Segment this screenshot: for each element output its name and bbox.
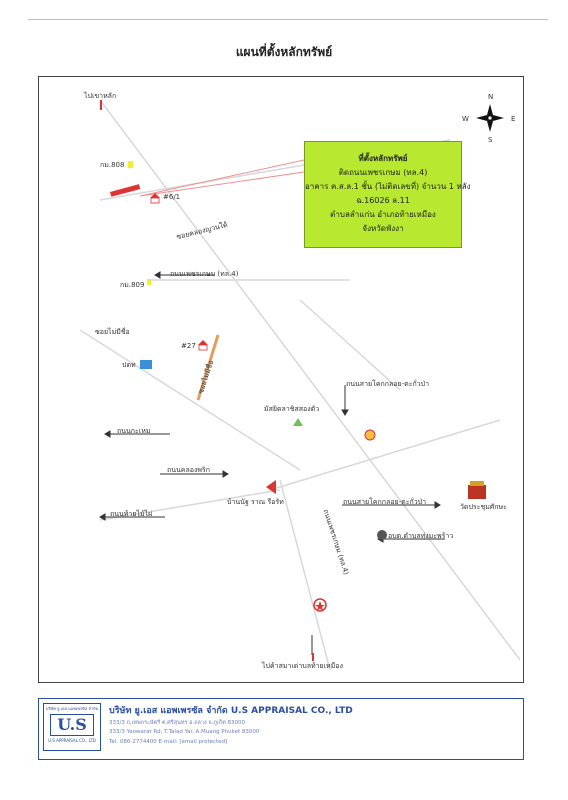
label-to-amphoe: ไปค้าสมาเด่าบลท้ายเหมือง xyxy=(262,662,343,670)
house-27-icon xyxy=(198,340,208,345)
amphoe-marker xyxy=(312,653,314,661)
label-ptt: ปตท xyxy=(122,361,136,369)
landmark-icon xyxy=(364,429,376,441)
label-temple: วัดประชุมศักษะ xyxy=(460,503,507,511)
info-line-6: จังหวัดพังงา xyxy=(362,224,404,233)
pointer-line-1 xyxy=(139,159,305,197)
label-km809: กม.809 xyxy=(120,281,145,289)
road-main-diagonal xyxy=(99,99,521,661)
info-line-1: ที่ตั้งหลักทรัพย์ xyxy=(358,154,408,163)
road-left-lower xyxy=(99,489,281,521)
north-arrow-marker xyxy=(100,100,102,110)
address-line-2: 333/3 Yaowarat Rd, T.Talad Yai, A.Muang … xyxy=(109,729,260,735)
label-road-left3: ถนนท้ายไม้ไผ่ xyxy=(110,510,153,518)
info-line-4: ฉ.16026 ล.11 xyxy=(356,196,410,205)
compass-w: W xyxy=(462,115,469,123)
label-road-phetkasem: ถนนเพชรเกษม (ทล.4) xyxy=(170,270,239,278)
tambon-office-icon xyxy=(377,530,387,540)
property-marker xyxy=(109,184,141,197)
top-rule xyxy=(28,19,548,20)
logo-bottom-text: U.S APPRAISAL CO., LTD xyxy=(48,738,96,743)
compass-s: S xyxy=(488,136,493,144)
property-info-box: ที่ตั้งหลักทรัพย์ ติดถนนเพชรเกษม (ทล.4) … xyxy=(304,141,471,248)
road-down xyxy=(279,479,331,671)
label-road-left1: ถนนกะเหม xyxy=(117,427,151,435)
mosque-icon xyxy=(293,418,303,426)
logo-mark: U.S xyxy=(50,714,94,736)
info-line-3: อาคาร ค.ส.ล.1 ชั้น (ไม่ติดเลขที่) จำนวน … xyxy=(305,182,471,191)
label-house-center: บ้านนัฐ ราณ รือรัท xyxy=(227,498,284,506)
company-logo: บริษัท ยู.เอส แอพเพรซัล จำกัด U.S U.S AP… xyxy=(43,703,101,751)
km808-marker xyxy=(128,161,133,168)
label-tambon-office: อบต.ตำบลทุ่งมะพร้าว xyxy=(388,532,454,540)
company-footer: บริษัท ยู.เอส แอพเพรซัล จำกัด U.S U.S AP… xyxy=(38,698,524,760)
label-road-right1: ถนนสายโคกกลอย-ตะกั่วป่า xyxy=(346,380,430,388)
compass-n: N xyxy=(488,93,494,101)
address-line-1: 333/3 ถ.เทพกระษัตรี ต.ศรีสุนทร อ.ถลาง จ.… xyxy=(109,720,246,726)
label-road-left2: ถนนคลองพริก xyxy=(167,466,211,474)
page-title: แผนที่ตั้งหลักทรัพย์ xyxy=(235,45,333,59)
road-left-diagonal xyxy=(79,329,301,471)
map-frame xyxy=(38,76,524,683)
label-to-khao-lak: ไปเขาหลัก xyxy=(84,92,117,100)
address-line-3: Tel. 086-2774400 E-mail: [email protecte… xyxy=(109,739,228,745)
label-road-right2: ถนนสายโคกกลอย-ตะกั่วป่า xyxy=(343,498,427,506)
compass-icon xyxy=(476,104,504,132)
logo-top-text: บริษัท ยู.เอส แอพเพรซัล จำกัด xyxy=(45,706,99,711)
soi-highlight xyxy=(196,334,220,401)
compass-e: E xyxy=(511,115,516,123)
road-right xyxy=(269,419,501,491)
temple-icon xyxy=(468,485,486,499)
label-house-27: #27 xyxy=(181,342,196,350)
label-house-461: #6/1 xyxy=(163,193,181,201)
label-soi-mai-chue: ซอยไม่มีชื่อ xyxy=(95,328,130,336)
label-km808: กม.808 xyxy=(100,161,125,169)
company-name: บริษัท ยู.เอส แอพเพรซัล จำกัด U.S APPRAI… xyxy=(109,706,353,716)
ptt-icon xyxy=(140,360,152,369)
label-mosque: มัสยิดลาชิสสองตัว xyxy=(264,405,320,413)
km809-marker xyxy=(147,279,151,285)
house-center-icon xyxy=(266,480,276,494)
info-line-5: ตำบลลำแก่น อำเภอท้ายเหมือง xyxy=(330,210,436,219)
info-line-2: ติดถนนเพชรเกษม (ทล.4) xyxy=(338,168,428,177)
road-center xyxy=(299,299,401,391)
house-461-icon xyxy=(150,193,160,198)
pointer-line-2 xyxy=(139,171,305,197)
